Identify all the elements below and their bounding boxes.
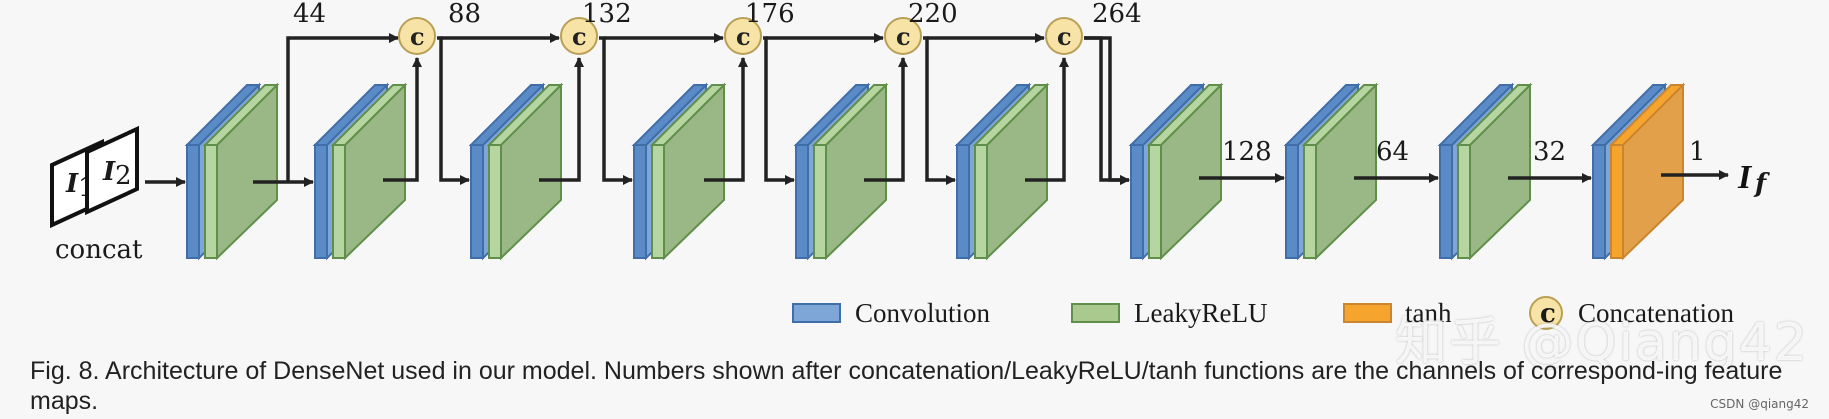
input-image-i2: I 2 bbox=[85, 125, 139, 216]
channel-label-132: 132 bbox=[582, 0, 632, 29]
layer-block-8 bbox=[1437, 82, 1533, 261]
up-line-2 bbox=[704, 57, 748, 182]
input-i1-letter: I bbox=[65, 169, 79, 199]
input-i2-letter: I bbox=[102, 157, 116, 187]
channel-label-1: 1 bbox=[1689, 137, 1706, 167]
concat-node-1: c bbox=[560, 17, 598, 55]
layer-block-4 bbox=[793, 82, 889, 261]
down-line-1 bbox=[599, 36, 633, 185]
layer-block-7 bbox=[1283, 82, 1379, 261]
channel-label-88: 88 bbox=[448, 0, 481, 29]
layer-block-1 bbox=[312, 82, 408, 261]
relu-slab-5 bbox=[972, 82, 1050, 261]
legend: Convolution LeakyReLU tanh c Concatenati… bbox=[792, 296, 1734, 330]
legend-swatch-convolution bbox=[792, 303, 841, 323]
relu-slab-1 bbox=[330, 82, 408, 261]
legend-swatch-tanh bbox=[1343, 303, 1392, 323]
concat-node-symbol-1: c bbox=[572, 22, 587, 51]
up-line-1 bbox=[539, 57, 584, 182]
legend-concat-symbol: c bbox=[1540, 299, 1556, 329]
layer-block-5 bbox=[954, 82, 1050, 261]
legend-label-tanh: tanh bbox=[1405, 298, 1452, 328]
concat-node-0: c bbox=[398, 17, 436, 55]
down-line-4 bbox=[1084, 36, 1130, 185]
up-line-4 bbox=[1025, 57, 1069, 182]
relu-slab-3 bbox=[649, 82, 727, 261]
densenet-diagram: I 1 I 2 concat c c c c c 44 88 132 176 220 2… bbox=[50, 0, 1770, 330]
layer-block-0 bbox=[184, 82, 280, 261]
up-line-3 bbox=[864, 57, 908, 182]
concat-node-symbol-3: c bbox=[896, 22, 911, 51]
output-sub: f bbox=[1753, 169, 1770, 199]
layer-block-9 bbox=[1590, 82, 1686, 261]
legend-swatch-leakyrelu bbox=[1071, 303, 1120, 323]
csdn-mark: CSDN @qiang42 bbox=[1710, 397, 1809, 411]
watermark: 知乎 @Qiang42 bbox=[1395, 313, 1809, 373]
relu-slab-2 bbox=[486, 82, 564, 261]
layer-block-2 bbox=[468, 82, 564, 261]
channel-label-44: 44 bbox=[293, 0, 326, 29]
down-line-3 bbox=[923, 36, 956, 185]
relu-slab-7 bbox=[1301, 82, 1379, 261]
concat-node-2: c bbox=[724, 17, 762, 55]
concat-node-symbol-4: c bbox=[1057, 22, 1072, 51]
layer-block-6 bbox=[1128, 82, 1224, 261]
up-line-0 bbox=[383, 57, 422, 182]
legend-label-concatenation: Concatenation bbox=[1578, 298, 1734, 328]
concat-node-4: c bbox=[1045, 17, 1083, 55]
figure-caption: Fig. 8. Architecture of DenseNet used in… bbox=[30, 357, 1783, 415]
concat-node-3: c bbox=[884, 17, 922, 55]
channel-label-64: 64 bbox=[1376, 137, 1409, 167]
legend-label-leakyrelu: LeakyReLU bbox=[1134, 298, 1267, 328]
relu-slab-4 bbox=[811, 82, 889, 261]
input-i2-sub: 2 bbox=[115, 161, 132, 191]
concat-node-symbol-0: c bbox=[410, 22, 425, 51]
channel-label-220: 220 bbox=[908, 0, 958, 29]
down-line-2 bbox=[763, 36, 795, 185]
output-label: I bbox=[1737, 159, 1753, 196]
channel-label-264: 264 bbox=[1092, 0, 1142, 29]
channel-label-32: 32 bbox=[1533, 137, 1566, 167]
relu-slab-6 bbox=[1146, 82, 1224, 261]
layer-block-3 bbox=[631, 82, 727, 261]
channel-label-128: 128 bbox=[1222, 137, 1272, 167]
skip-line-0 bbox=[286, 33, 399, 182]
legend-concat-icon bbox=[1529, 296, 1563, 330]
block-layer bbox=[184, 82, 1686, 261]
relu-slab-8 bbox=[1455, 82, 1533, 261]
tanh-slab-9 bbox=[1608, 82, 1686, 261]
concat-node-symbol-2: c bbox=[736, 22, 751, 51]
concat-input-label: concat bbox=[55, 235, 143, 265]
connection-layer bbox=[145, 33, 1729, 187]
relu-slab-0 bbox=[202, 82, 280, 261]
down-line-last bbox=[1084, 36, 1130, 185]
channel-label-176: 176 bbox=[745, 0, 795, 29]
legend-label-convolution: Convolution bbox=[855, 298, 991, 328]
down-line-0 bbox=[437, 36, 470, 185]
